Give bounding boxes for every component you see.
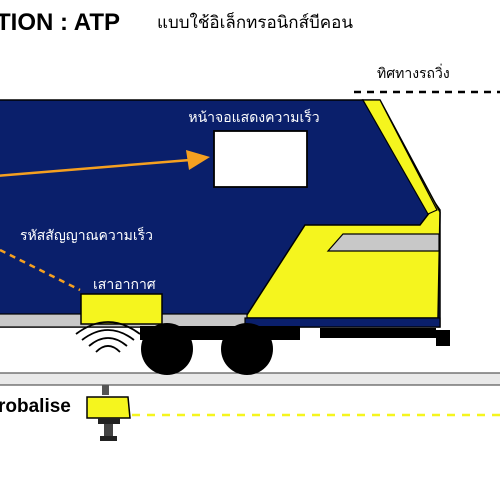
radio-waves-icon [75,321,141,353]
beacon-label: robalise [0,396,71,417]
antenna-box [80,293,163,325]
train-undercarriage [244,317,441,328]
diagram-subtitle-thai: แบบใช้อิเล็กทรอนิกส์บีคอน [157,11,353,33]
train-coupler-rear [320,328,436,338]
train-nose-stripe [361,99,438,215]
antenna-label: เสาอากาศ [93,277,156,293]
train-wheel-right [221,323,273,375]
speed-display-label: หน้าจอแสดงความเร็ว [188,108,319,126]
diagram-title: TION : ATP [0,9,120,36]
arrow-right-icon [0,150,210,177]
train-headlight [326,233,440,252]
train-wheel-left [141,323,193,375]
speed-display-screen [213,130,308,188]
speed-signal-dashed-line [0,248,81,292]
train-coupler-front [436,330,450,346]
direction-label: ทิศทางรถวิ่ง [377,64,450,82]
balise-icon [86,385,131,441]
speed-signal-label: รหัสสัญญาณความเร็ว [20,226,153,244]
